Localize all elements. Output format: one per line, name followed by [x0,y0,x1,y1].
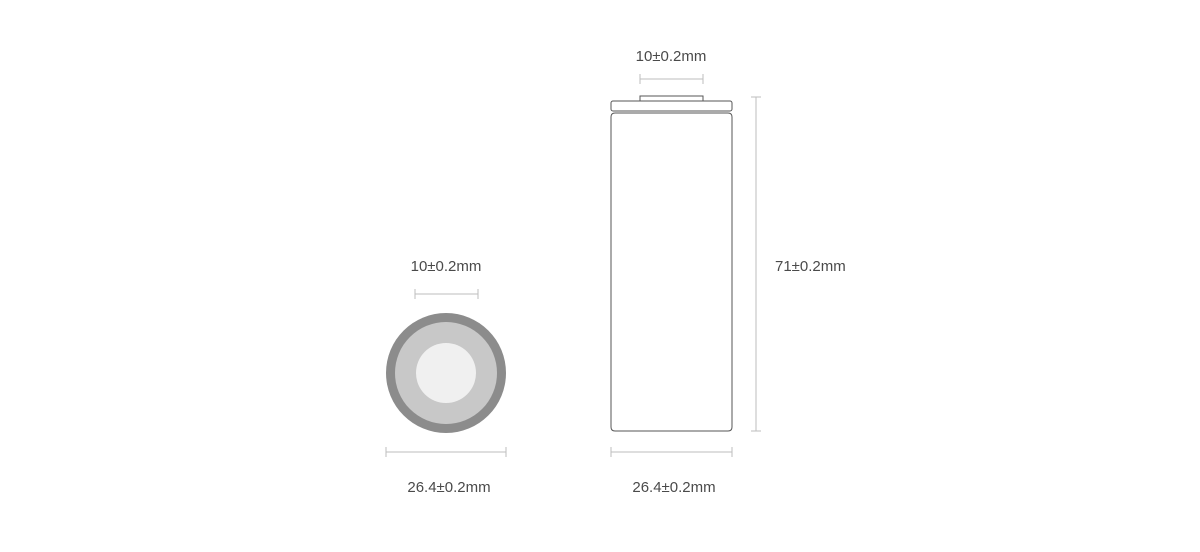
top-view-terminal-diameter-label: 10±0.2mm [410,258,482,275]
top-view-diameter-dimension-line [385,447,507,457]
side-view-terminal-dimension-line [639,74,704,84]
side-view-height-label: 71±0.2mm [775,258,846,275]
side-view-cell-body [610,112,733,432]
cell-top-view [385,289,507,457]
top-view-outer-diameter-label: 26.4±0.2mm [407,479,491,496]
side-view-cap [610,100,733,112]
top-view-terminal-dimension-line [414,289,479,299]
side-view-terminal-diameter-label: 10±0.2mm [635,48,707,65]
top-view-positive-terminal [416,343,476,403]
side-view-diameter-dimension-line [610,447,733,457]
side-view-height-dimension-line [751,96,761,432]
side-view-positive-terminal [639,95,704,102]
side-view-outer-diameter-label: 26.4±0.2mm [632,479,716,496]
cell-side-view [610,74,761,457]
